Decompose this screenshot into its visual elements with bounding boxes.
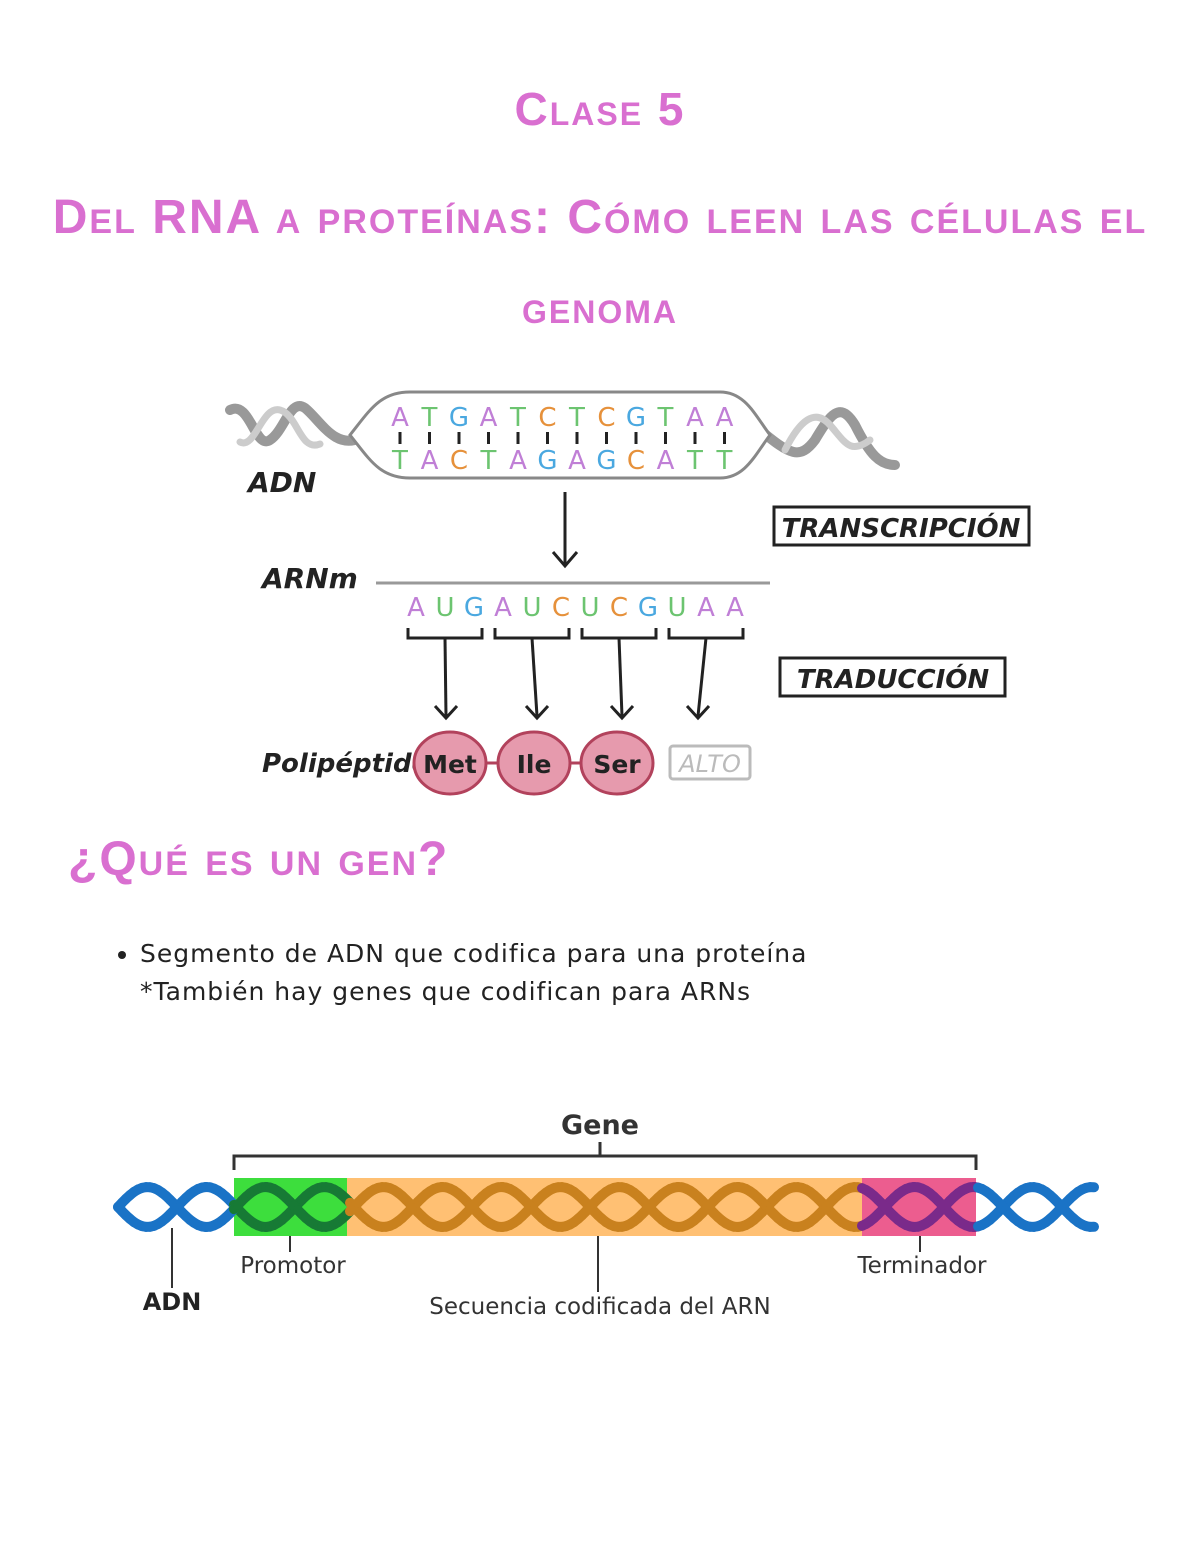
- mrna-base: A: [494, 593, 512, 623]
- codon-bracket: [406, 628, 484, 640]
- arnm-label: ARNm: [260, 562, 358, 595]
- amino-acid-bead: [579, 730, 655, 796]
- dna-bottom-base: T: [391, 446, 408, 476]
- transcription-arrow-head: [551, 551, 579, 569]
- title-topic-line2: genoma: [522, 281, 678, 333]
- translation-arrows: [433, 637, 711, 721]
- dna-bubble: [348, 390, 772, 480]
- promotor-label: Promotor: [240, 1253, 346, 1279]
- coding-label: Secuencia codificada del ARN: [429, 1294, 770, 1320]
- mrna-base: U: [435, 593, 454, 623]
- transcripcion-label: TRANSCRIPCIÓN: [782, 512, 1021, 544]
- amino-acid-label: Ser: [593, 750, 641, 779]
- dna-helix-right-2: [781, 413, 874, 454]
- terminator-label: Terminador: [857, 1253, 987, 1279]
- translation-arrow: [443, 637, 448, 717]
- polipeptido-label: Polipéptido: [262, 749, 429, 779]
- mrna-base: A: [697, 593, 715, 623]
- dna-bottom-base: T: [480, 446, 497, 476]
- gene-structure-diagram: Gene ADN Promotor Secuencia codificada d…: [113, 1110, 1099, 1320]
- section-heading: ¿Qué es un gen?: [68, 833, 450, 886]
- dna-bottom-base: T: [716, 446, 733, 476]
- mrna-base: A: [726, 593, 744, 623]
- translation-arrow: [617, 637, 624, 717]
- dna-top-base: T: [421, 403, 438, 433]
- stop-box: [668, 744, 752, 781]
- gene-definition-note: *También hay genes que codifican para AR…: [140, 977, 752, 1006]
- codon-bracket: [580, 628, 658, 640]
- gene-definition-list: Segmento de ADN que codifica para una pr…: [100, 935, 807, 1011]
- amino-acid-bead: [496, 730, 572, 796]
- adn-label: ADN: [246, 466, 316, 499]
- title-topic-line1: Del RNA a proteínas: Cómo leen las célul…: [52, 191, 1148, 244]
- dna-top-base: C: [597, 403, 615, 433]
- dna-bottom-base: A: [509, 446, 527, 476]
- polypeptide-chain: Met Ile Ser: [412, 730, 655, 796]
- mrna-base: U: [580, 593, 599, 623]
- dna-bottom-base: A: [421, 446, 439, 476]
- codon-brackets: [406, 628, 745, 640]
- translation-arrow-head: [685, 704, 711, 721]
- mrna-base: C: [610, 593, 628, 623]
- dna-top-base: T: [657, 403, 674, 433]
- gene-definition-item: Segmento de ADN que codifica para una pr…: [140, 935, 807, 1011]
- dna-helix-right: [755, 407, 900, 470]
- dna-top-base: A: [686, 403, 704, 433]
- adn-label-2: ADN: [143, 1288, 202, 1316]
- amino-acid-label: Met: [423, 750, 477, 779]
- traduccion-box: [778, 656, 1007, 698]
- dna-bottom-base: G: [596, 446, 616, 476]
- title-clase: Clase 5: [514, 83, 686, 135]
- translation-arrow-head: [524, 704, 550, 721]
- translation-arrow: [696, 637, 708, 717]
- amino-acid-label: Ile: [517, 750, 552, 779]
- mrna-base: U: [522, 593, 541, 623]
- dna-top-base: T: [509, 403, 526, 433]
- dna-top-base: T: [568, 403, 585, 433]
- dna-base-pair-ticks: [398, 432, 726, 444]
- gene-bracket: [232, 1154, 978, 1170]
- dna-top-base: A: [480, 403, 498, 433]
- dna-top-base: A: [716, 403, 734, 433]
- dna-top-base: G: [626, 403, 646, 433]
- stop-label: ALTO: [677, 750, 741, 778]
- dna-bottom-base: A: [657, 446, 675, 476]
- gene-label: Gene: [561, 1110, 639, 1141]
- mrna-base: A: [407, 593, 425, 623]
- gene-definition-text: Segmento de ADN que codifica para una pr…: [140, 939, 808, 968]
- mrna-base: G: [464, 593, 484, 623]
- dna-bottom-base: C: [627, 446, 645, 476]
- dna-top-base: A: [391, 403, 409, 433]
- translation-arrow-head: [609, 704, 635, 721]
- codon-bracket: [493, 628, 571, 640]
- dna-bottom-base: A: [568, 446, 586, 476]
- dna-top-base: C: [538, 403, 556, 433]
- translation-arrow: [530, 637, 539, 717]
- codon-bracket: [667, 628, 745, 640]
- mrna-base: U: [667, 593, 686, 623]
- traduccion-label: TRADUCCIÓN: [797, 663, 990, 695]
- dna-bottom-base: C: [450, 446, 468, 476]
- dna-helix-left-2: [236, 406, 324, 449]
- mrna-base: G: [638, 593, 658, 623]
- dna-bottom-base: T: [686, 446, 703, 476]
- dna-helix-left: [225, 401, 365, 447]
- dna-bottom-base: G: [537, 446, 557, 476]
- dna-double-helix: [113, 1182, 1099, 1232]
- mrna-base: C: [552, 593, 570, 623]
- dna-top-base: G: [449, 403, 469, 433]
- translation-arrow-head: [433, 704, 459, 721]
- amino-acid-bead: [412, 730, 488, 796]
- transcripcion-box: [772, 505, 1031, 547]
